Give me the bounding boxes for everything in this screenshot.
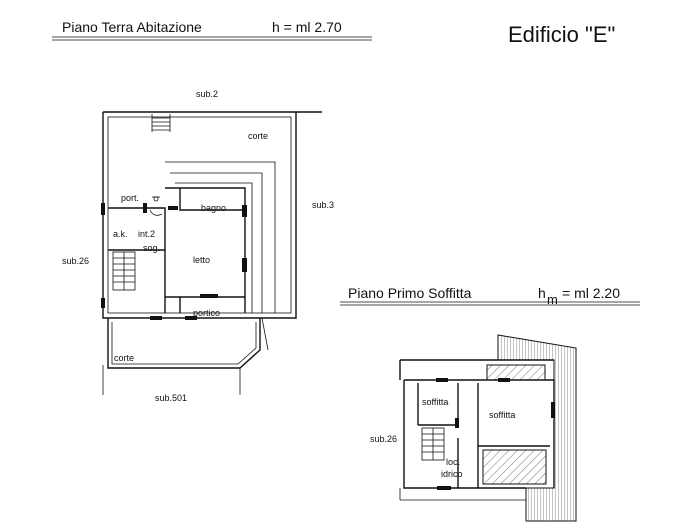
label-port: port. [121, 193, 139, 203]
upper-floor-heading: Piano Primo Soffitta [348, 285, 472, 301]
upper-floor-h: h [538, 285, 546, 301]
label-idrico: idrico [441, 469, 463, 479]
label-sog: sog. [143, 243, 160, 253]
label-ak: a.k. [113, 229, 128, 239]
building-title: Edificio "E" [508, 22, 615, 47]
label-int2: int.2 [138, 229, 155, 239]
ground-floor-heading: Piano Terra Abitazione [62, 19, 202, 35]
ground-floor-height: h = ml 2.70 [272, 19, 342, 35]
label-sub-2: sub.2 [196, 89, 218, 99]
label-soffitta-right: soffitta [489, 410, 515, 420]
upper-floor-h-sub: m [547, 292, 558, 307]
ground-floor-plan: sub.2 corte sub.3 port. bagno a.k. int.2… [62, 89, 334, 403]
label-corte-top: corte [248, 131, 268, 141]
upper-floor-plan: soffitta soffitta sub.26 loc. idrico [370, 334, 577, 522]
label-sub-26: sub.26 [62, 256, 89, 266]
upper-floor-height: = ml 2.20 [562, 285, 620, 301]
label-upper-sub-26: sub.26 [370, 434, 397, 444]
label-sub-3: sub.3 [312, 200, 334, 210]
label-portico: portico [193, 308, 220, 318]
label-bagno: bagno [201, 203, 226, 213]
label-soffitta-left: soffitta [422, 397, 448, 407]
label-letto: letto [193, 255, 210, 265]
label-corte-bottom: corte [114, 353, 134, 363]
label-sub-501: sub.501 [155, 393, 187, 403]
label-loc: loc. [446, 457, 460, 467]
